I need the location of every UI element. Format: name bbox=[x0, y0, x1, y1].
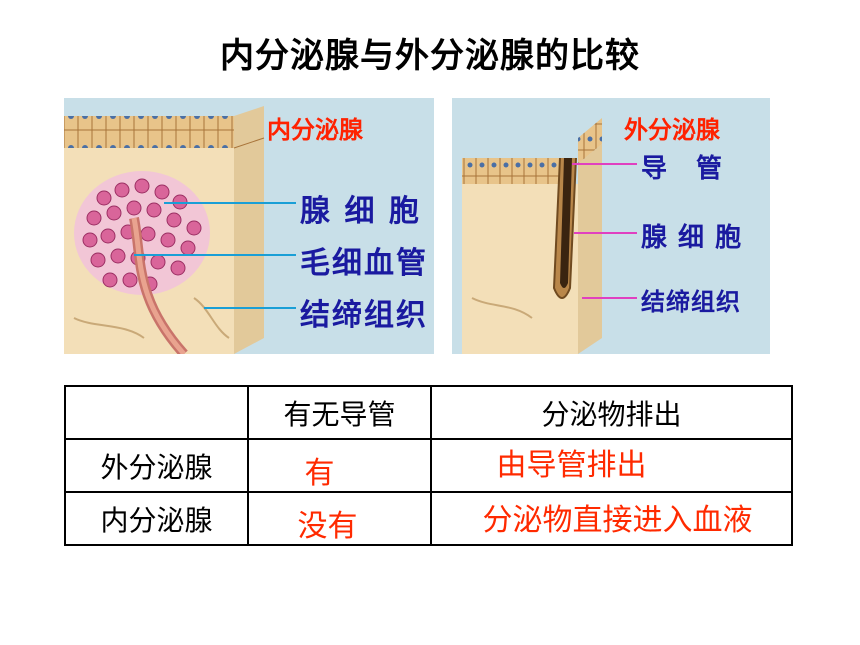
answer-secretion: 分泌物直接进入血液 bbox=[482, 502, 753, 538]
answer-duct: 没有 bbox=[297, 508, 358, 544]
callout-capillary: 毛细血管 bbox=[300, 246, 428, 281]
row-name: 外分泌腺 bbox=[64, 438, 249, 493]
exocrine-gland-diagram: 外分泌腺 导 管 腺 细 胞 结缔组织 bbox=[452, 98, 770, 354]
comparison-table: 有无导管 分泌物排出 外分泌腺 有 由导管排出 内分泌腺 没有 分泌物直接进入血… bbox=[64, 385, 793, 546]
endocrine-gland-diagram: 内分泌腺 腺 细 胞 毛细血管 结缔组织 bbox=[64, 98, 434, 354]
table-row: 外分泌腺 有 由导管排出 bbox=[64, 438, 793, 493]
page-title: 内分泌腺与外分泌腺的比较 bbox=[220, 36, 640, 76]
table-row: 内分泌腺 没有 分泌物直接进入血液 bbox=[64, 491, 793, 546]
exocrine-label: 外分泌腺 bbox=[624, 116, 720, 144]
answer-duct: 有 bbox=[304, 455, 335, 491]
table-header-row: 有无导管 分泌物排出 bbox=[64, 385, 793, 440]
row-name: 内分泌腺 bbox=[64, 491, 249, 546]
answer-secretion: 由导管排出 bbox=[496, 447, 647, 483]
endocrine-label: 内分泌腺 bbox=[267, 116, 363, 144]
exocrine-gland-illustration bbox=[452, 98, 770, 354]
duct bbox=[552, 157, 577, 299]
callout-connective-tissue-exocrine: 结缔组织 bbox=[641, 288, 741, 316]
table-header-cell: 有无导管 bbox=[247, 385, 432, 440]
endocrine-gland-illustration bbox=[64, 98, 434, 354]
callout-gland-cell-exocrine: 腺 细 胞 bbox=[641, 223, 743, 253]
table-header-cell: 分泌物排出 bbox=[430, 385, 793, 440]
table-header-cell bbox=[64, 385, 249, 440]
callout-duct: 导 管 bbox=[641, 154, 733, 184]
callout-connective-tissue: 结缔组织 bbox=[300, 298, 428, 333]
callout-gland-cell: 腺 细 胞 bbox=[300, 194, 421, 229]
